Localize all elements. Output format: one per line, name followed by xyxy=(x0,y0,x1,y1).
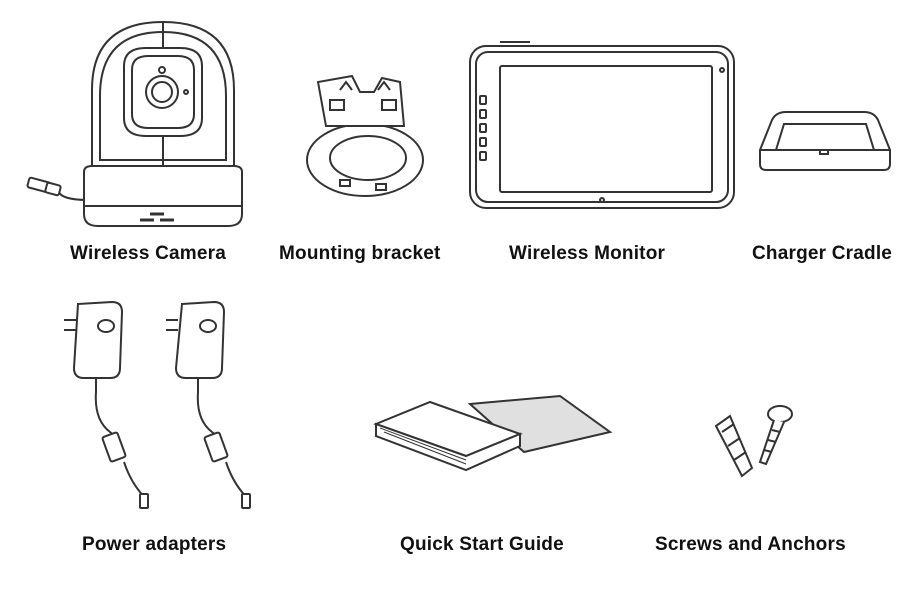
item-label: Quick Start Guide xyxy=(400,534,564,555)
item-label: Wireless Camera xyxy=(70,243,226,264)
item-label: Charger Cradle xyxy=(752,243,893,264)
item-label: Screws and Anchors xyxy=(655,534,846,555)
item-label: Power adapters xyxy=(82,534,227,555)
item-label: Wireless Monitor xyxy=(509,243,666,264)
item-label: Mounting bracket xyxy=(279,243,441,264)
